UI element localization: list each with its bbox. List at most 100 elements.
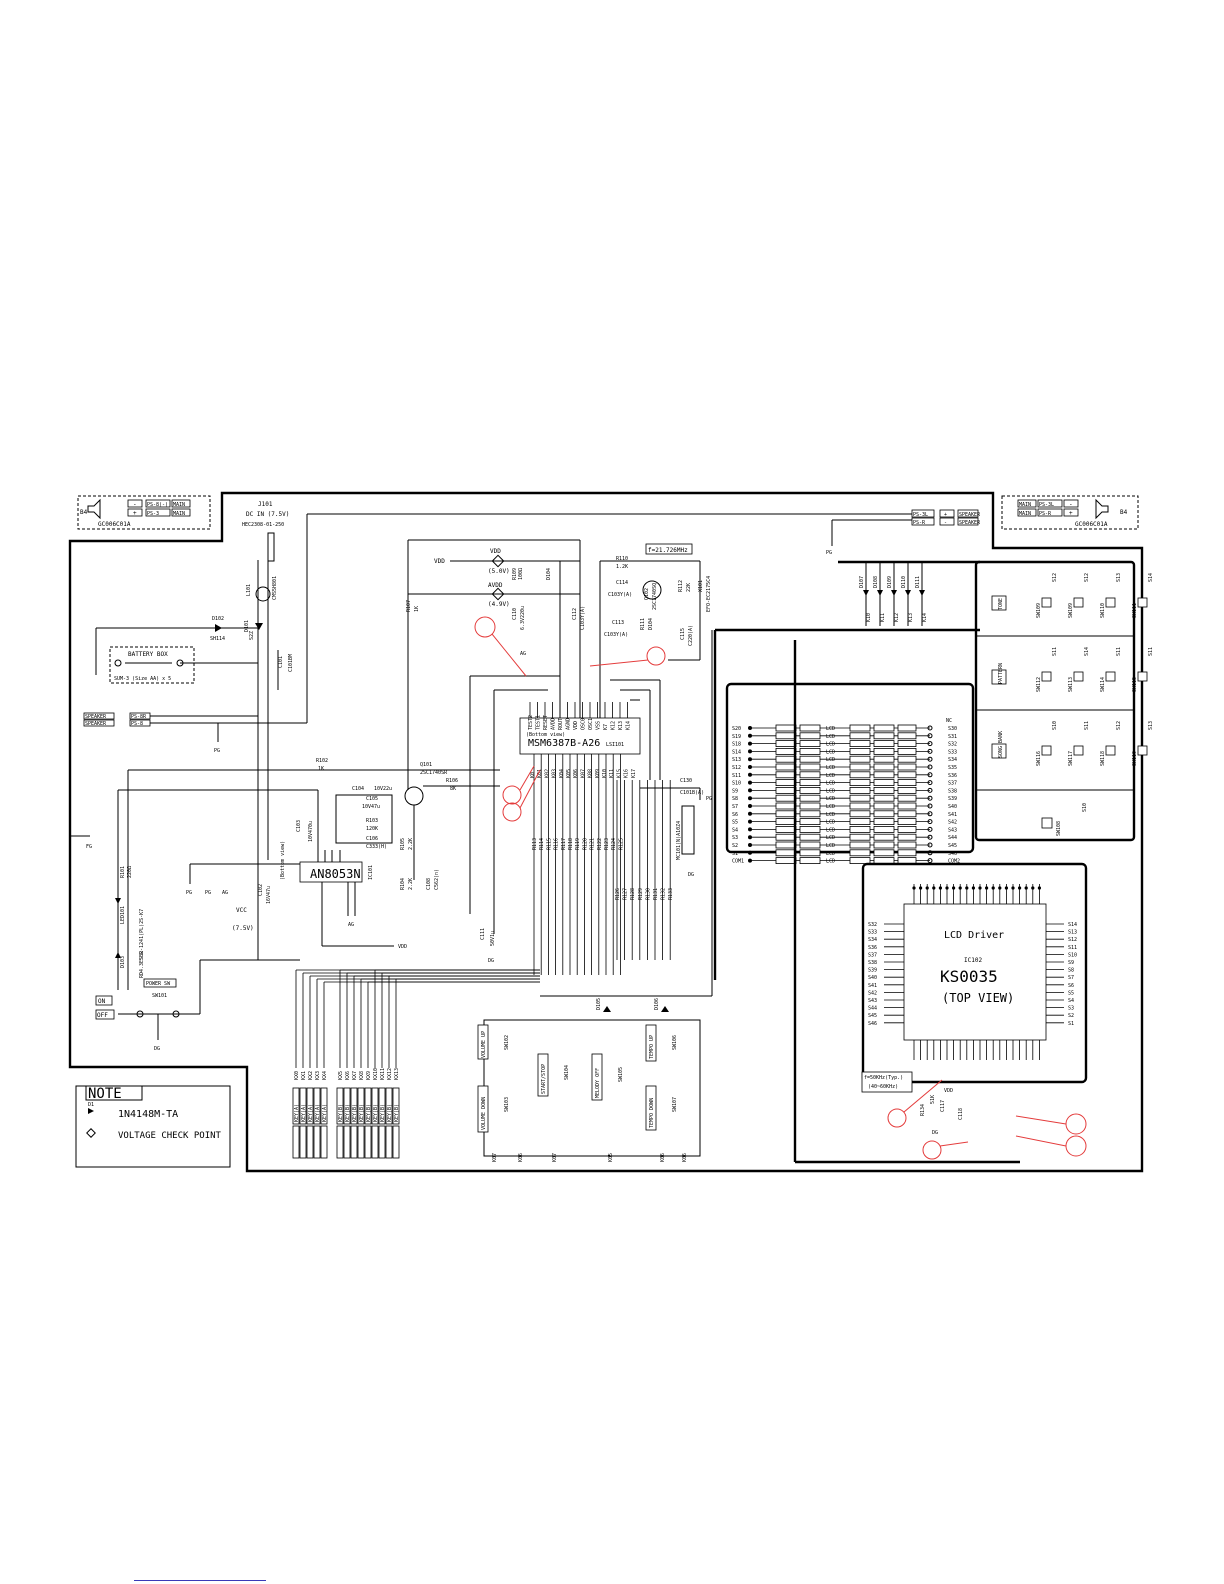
lcd-bus-right-label: S35 bbox=[948, 765, 957, 771]
lcd-bus-tag bbox=[799, 818, 821, 825]
switch-ref-label: SW117 bbox=[1068, 751, 1074, 766]
lcd-bus-left-label: S20 bbox=[732, 726, 741, 732]
lcd-bus-tag bbox=[799, 849, 821, 857]
diode-icon bbox=[863, 590, 869, 596]
svg-text:ON: ON bbox=[98, 998, 106, 1005]
mcu-top-pin-label: K13 bbox=[618, 721, 624, 730]
lcd-bus-left-label: S8 bbox=[732, 796, 738, 802]
lcd-driver-right-pin: S11 bbox=[1068, 945, 1077, 951]
svg-text:IC101: IC101 bbox=[368, 865, 374, 880]
lcd-bus-tag bbox=[873, 748, 895, 755]
svg-text:f=50KHz(Typ.): f=50KHz(Typ.) bbox=[864, 1075, 903, 1081]
lcd-driver-node bbox=[991, 886, 995, 890]
svg-text:B4: B4 bbox=[1120, 509, 1128, 516]
lcd-bus-node bbox=[927, 803, 933, 809]
lcd-bus-tag bbox=[775, 794, 797, 802]
keyboard-jack bbox=[320, 1087, 328, 1125]
svg-text:S2Z: S2Z bbox=[249, 631, 255, 640]
keyboard-jack-label: KEY(B) bbox=[345, 1104, 351, 1122]
lcd-bus-right-label: S31 bbox=[948, 734, 957, 740]
lcd-driver-node bbox=[998, 886, 1002, 890]
resistor-label: R120 bbox=[582, 838, 588, 850]
svg-text:f=21.726MHz: f=21.726MHz bbox=[648, 547, 688, 554]
svg-text:AG: AG bbox=[520, 651, 526, 657]
switch-row-label: SONG BANK bbox=[998, 731, 1004, 758]
lcd-bus-node bbox=[927, 858, 933, 864]
svg-text:(TOP VIEW): (TOP VIEW) bbox=[942, 991, 1014, 1005]
diode-label: D109 bbox=[887, 576, 893, 588]
keyboard-jack bbox=[371, 1125, 379, 1159]
svg-text:PG: PG bbox=[214, 748, 220, 754]
svg-text:MAIN: MAIN bbox=[1019, 511, 1031, 517]
lcd-bus-tag-text: LCD bbox=[826, 734, 835, 740]
lcd-bus-tag bbox=[897, 826, 917, 833]
lcd-driver-node bbox=[1004, 886, 1009, 890]
svg-text:R105: R105 bbox=[400, 838, 406, 850]
lcd-bus-left-label: S18 bbox=[732, 742, 741, 748]
lcd-bus-right-label: S38 bbox=[948, 788, 957, 794]
lcd-bus-tag bbox=[873, 755, 895, 763]
lcd-driver-node bbox=[971, 886, 976, 890]
lcd-bus-tag bbox=[873, 787, 895, 794]
lcd-bus-tag bbox=[849, 779, 871, 786]
switch-ref-label: SW110 bbox=[1100, 603, 1106, 618]
svg-text:R107: R107 bbox=[406, 600, 412, 612]
lcd-bus-right-label: S43 bbox=[948, 827, 957, 833]
svg-text:22K: 22K bbox=[686, 583, 692, 592]
svg-text:-: - bbox=[944, 520, 947, 526]
lcd-bus-tag bbox=[849, 724, 871, 732]
resistor-label: R131 bbox=[653, 888, 659, 900]
lcd-bus-tag-text: LCD bbox=[826, 796, 835, 802]
svg-text:1K: 1K bbox=[318, 766, 324, 772]
keyboard-jack bbox=[299, 1125, 307, 1159]
lcd-bus-tag bbox=[873, 732, 895, 740]
svg-text:GC006C01A: GC006C01A bbox=[98, 521, 131, 528]
svg-text:DG: DG bbox=[932, 1130, 938, 1136]
svg-text:10V47u: 10V47u bbox=[362, 804, 380, 810]
svg-text:C110: C110 bbox=[512, 608, 518, 620]
svg-text:SPEAKER: SPEAKER bbox=[959, 512, 981, 518]
svg-text:D1: D1 bbox=[88, 1102, 94, 1108]
lcd-bus-tag bbox=[799, 740, 821, 747]
switch-column-label: K10 bbox=[866, 613, 872, 622]
lcd-bus-tag bbox=[775, 857, 797, 864]
lcd-bus-tag bbox=[897, 755, 917, 763]
lcd-bus-tag bbox=[799, 810, 821, 818]
speaker-box-right: MAIN MAIN PS-3L PS-R - + B4 GC006C01A bbox=[1001, 495, 1139, 530]
svg-text:C103Y(A): C103Y(A) bbox=[580, 606, 586, 630]
keyboard-jack bbox=[385, 1125, 393, 1159]
keyboard-jack bbox=[371, 1087, 379, 1125]
switch-key-label: S12 bbox=[1052, 573, 1058, 582]
speaker-icon-left bbox=[87, 498, 101, 520]
svg-text:R102: R102 bbox=[316, 758, 328, 764]
keyboard-jack-label: KEY(B) bbox=[352, 1104, 358, 1122]
lcd-driver-node bbox=[945, 886, 949, 890]
resistor-label: R132 bbox=[661, 888, 667, 900]
lcd-bus-tag bbox=[849, 849, 871, 857]
svg-text:PS-R: PS-R bbox=[1039, 511, 1052, 517]
lcd-bus-tag bbox=[897, 724, 917, 732]
svg-text:R104: R104 bbox=[400, 878, 406, 890]
lcd-bus-node bbox=[927, 741, 933, 747]
keyboard-jack bbox=[378, 1125, 386, 1159]
svg-text:NOTE: NOTE bbox=[88, 1086, 122, 1102]
keyboard-jack bbox=[350, 1087, 358, 1125]
resistor-label: R116 bbox=[554, 838, 560, 850]
lcd-bus-tag-text: LCD bbox=[826, 851, 835, 857]
keyboard-jack-label: KEY(B) bbox=[359, 1104, 365, 1122]
lcd-driver-node bbox=[932, 886, 936, 890]
keyboard-jack-label: KEY(A) bbox=[294, 1104, 300, 1122]
keyboard-line-label: KX9 bbox=[366, 1071, 372, 1080]
svg-text:SPEAKER: SPEAKER bbox=[959, 520, 981, 526]
lcd-driver-node bbox=[1011, 886, 1015, 890]
svg-text:PS-3L: PS-3L bbox=[913, 512, 928, 518]
svg-text:C103Y(A): C103Y(A) bbox=[608, 592, 632, 598]
switch-row-label-box bbox=[991, 595, 1007, 611]
lcd-bus-left-label: S1 bbox=[732, 851, 738, 857]
lcd-bus-left-label: S9 bbox=[732, 788, 738, 794]
svg-text:Q101: Q101 bbox=[420, 762, 432, 768]
svg-text:D104: D104 bbox=[648, 618, 654, 630]
lcd-bus-tag bbox=[873, 849, 895, 857]
lcd-driver-right-pin: S7 bbox=[1068, 975, 1074, 981]
